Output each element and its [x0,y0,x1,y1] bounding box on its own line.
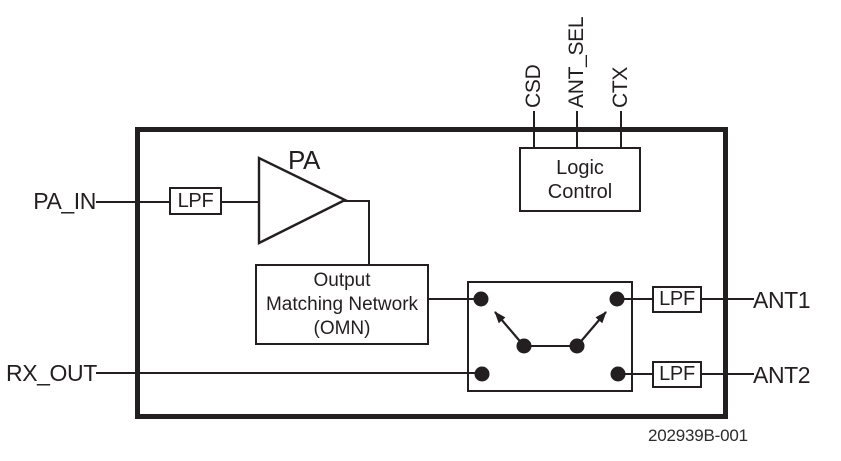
pa-amplifier-triangle [257,156,348,245]
pin-label-ant-sel: ANT_SEL [565,16,588,108]
lpf-ant2-block: LPF [652,361,702,388]
omn-label-line3: (OMN) [313,317,371,339]
switch-node-bottom-left [474,366,490,382]
switch-node-center-right [569,338,585,354]
logic-label-line2: Control [547,180,613,203]
chip-boundary [135,127,728,419]
antenna-switch-block [467,281,633,392]
line-pa-to-omn [344,200,370,266]
lpf-input-label: LPF [177,189,214,212]
port-label-rx-out: RX_OUT [6,360,97,386]
port-label-ant2: ANT2 [753,362,811,388]
switch-node-center-left [516,338,532,354]
lpf-ant2-label: LPF [659,363,695,385]
lpf-ant1-block: LPF [652,286,702,313]
logic-label-line1: Logic [556,156,604,179]
lpf-ant1-label: LPF [659,288,695,310]
port-label-pa-in: PA_IN [33,188,96,214]
pin-label-ctx: CTX [609,66,632,108]
port-label-ant1: ANT1 [753,287,811,313]
switch-node-bottom-right [610,366,626,382]
logic-control-block: Logic Control [519,147,641,212]
figure-code: 202939B-001 [648,426,748,445]
pa-label: PA [288,145,320,175]
output-matching-network-block: Output Matching Network (OMN) [255,264,429,345]
pin-label-csd: CSD [522,64,545,108]
switch-node-top-left [473,291,489,307]
switch-node-top-right [609,291,625,307]
omn-label-line2: Matching Network [265,293,419,315]
omn-label-line1: Output [313,269,371,291]
lpf-input-block: LPF [169,187,222,215]
switch-contacts [473,291,626,382]
